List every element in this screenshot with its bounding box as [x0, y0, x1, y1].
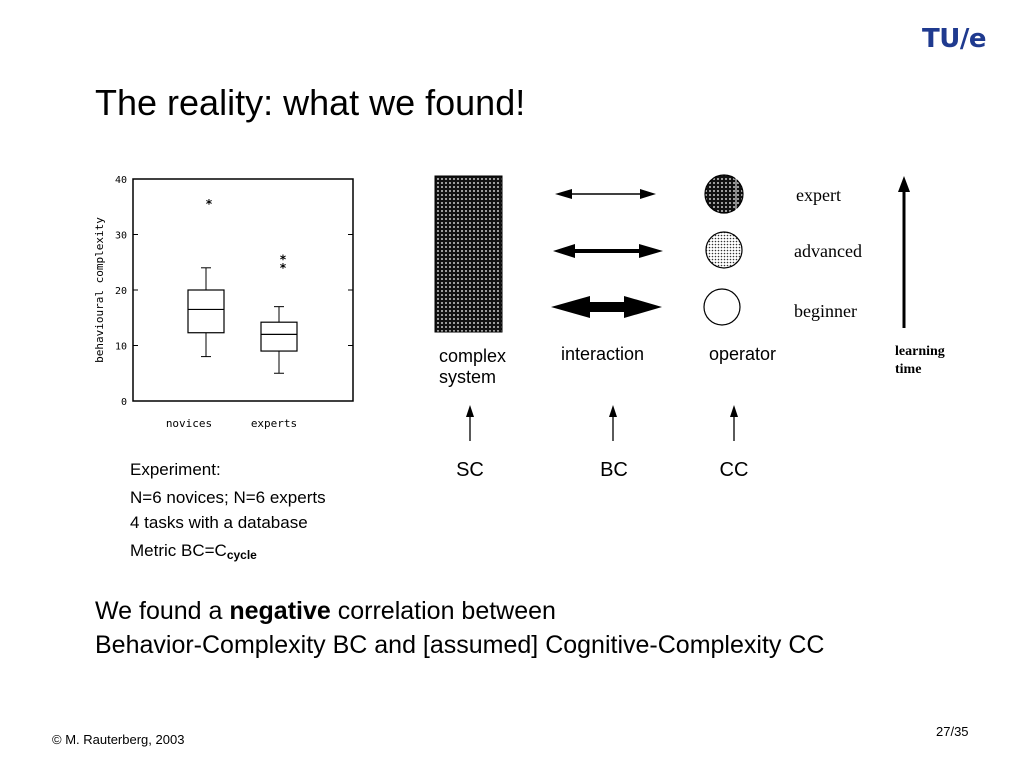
y-tick-label: 40	[115, 175, 127, 186]
finding-line2: Behavior-Complexity BC and [assumed] Cog…	[95, 631, 825, 659]
abbr-sc: SC	[456, 459, 484, 481]
label-complex: complex	[439, 346, 506, 366]
operator-advanced-circle	[705, 231, 743, 269]
experiment-metric: Metric BC=Ccycle	[130, 541, 257, 562]
complex-system-block	[434, 175, 503, 333]
level-label-expert: expert	[796, 185, 841, 205]
operator-expert-circle	[704, 174, 744, 214]
up-arrow-sc	[466, 405, 474, 441]
x-tick-label-experts: experts	[251, 417, 297, 430]
operator-beginner-circle	[703, 288, 741, 326]
metric-main: Metric BC=C	[130, 541, 227, 560]
y-tick-label: 30	[115, 231, 127, 242]
up-arrow-cc	[730, 405, 738, 441]
interaction-arrow-thin	[555, 189, 656, 199]
experiment-tasks: 4 tasks with a database	[130, 513, 308, 532]
box-experts	[260, 321, 298, 352]
abbr-cc: CC	[720, 459, 749, 481]
page-number: 27/35	[936, 724, 969, 739]
experiment-heading: Experiment:	[130, 460, 221, 479]
finding-bold: negative	[229, 597, 331, 625]
finding-post: correlation between	[330, 597, 556, 625]
tue-logo: TU/e	[922, 24, 986, 54]
boxplot-chart: 0 10 20 30 40 behavioural complexity * novices *…	[93, 175, 354, 430]
outlier-marker: *	[279, 261, 286, 275]
finding-line1: We found a negative correlation between	[95, 597, 556, 626]
outlier-marker: *	[279, 253, 286, 267]
label-operator: operator	[709, 344, 776, 364]
level-label-beginner: beginner	[794, 301, 857, 321]
experiment-participants: N=6 novices; N=6 experts	[130, 488, 326, 507]
interaction-arrow-thick	[551, 296, 662, 318]
x-tick-label-novices: novices	[166, 417, 212, 430]
up-arrow-bc	[609, 405, 617, 441]
learning-time-label-line2: time	[895, 362, 921, 377]
y-tick-label: 0	[121, 397, 127, 408]
outlier-marker: *	[205, 197, 212, 211]
y-tick-label: 10	[115, 342, 127, 353]
level-label-advanced: advanced	[794, 241, 862, 261]
interaction-diagram: expert advanced beginner learning time c…	[434, 174, 945, 481]
plot-frame	[132, 178, 354, 402]
learning-time-arrow	[898, 176, 910, 328]
y-tick-label: 20	[115, 286, 127, 297]
label-interaction: interaction	[561, 344, 644, 364]
label-system: system	[439, 367, 496, 387]
y-axis-label: behavioural complexity	[93, 217, 106, 363]
metric-subscript: cycle	[226, 548, 257, 562]
learning-time-label-line1: learning	[895, 344, 945, 359]
abbr-bc: BC	[600, 459, 628, 481]
slide-title: The reality: what we found!	[95, 82, 526, 123]
box-novices	[187, 289, 225, 334]
finding-pre: We found a	[95, 597, 230, 625]
copyright: © M. Rauterberg, 2003	[52, 732, 185, 747]
interaction-arrow-medium	[553, 244, 663, 258]
